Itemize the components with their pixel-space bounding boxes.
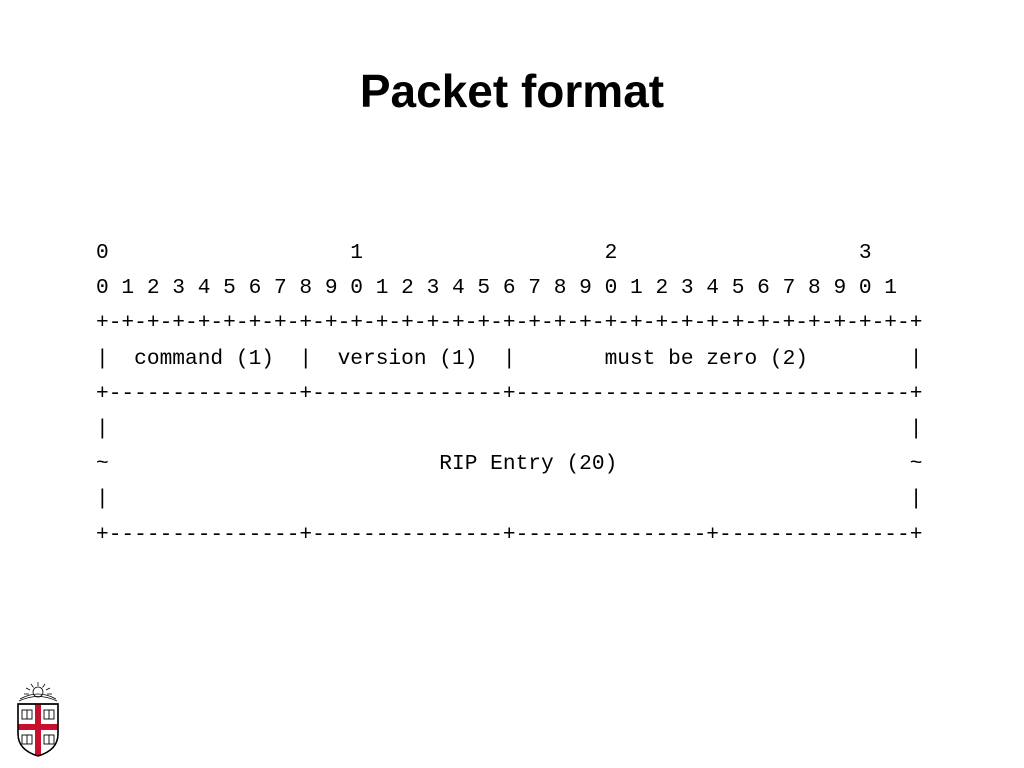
- diagram-line-rip-entry: ~ RIP Entry (20) ~: [96, 452, 923, 477]
- diagram-line-entry-bottom: | |: [96, 487, 923, 512]
- packet-format-diagram: 0 1 2 3 0 1 2 3 4 5 6 7 8 9 0 1 2 3 4 5 6…: [96, 236, 922, 553]
- university-crest-icon: [17, 682, 59, 757]
- diagram-line-header-fields: | command (1) | version (1) | must be ze…: [96, 346, 923, 371]
- diagram-line-bottom-border: +---------------+---------------+-------…: [96, 522, 923, 547]
- diagram-line-bit-ones: 0 1 2 3 4 5 6 7 8 9 0 1 2 3 4 5 6 7 8 9 …: [96, 276, 898, 301]
- diagram-line-separator: +---------------+---------------+-------…: [96, 381, 923, 406]
- crest-sun: [18, 682, 58, 702]
- crest-books: [21, 709, 55, 745]
- diagram-line-bit-tens: 0 1 2 3: [96, 241, 872, 265]
- diagram-line-entry-top: | |: [96, 416, 923, 441]
- slide-title: Packet format: [359, 65, 665, 117]
- diagram-line-bit-ruler: +-+-+-+-+-+-+-+-+-+-+-+-+-+-+-+-+-+-+-+-…: [96, 311, 923, 336]
